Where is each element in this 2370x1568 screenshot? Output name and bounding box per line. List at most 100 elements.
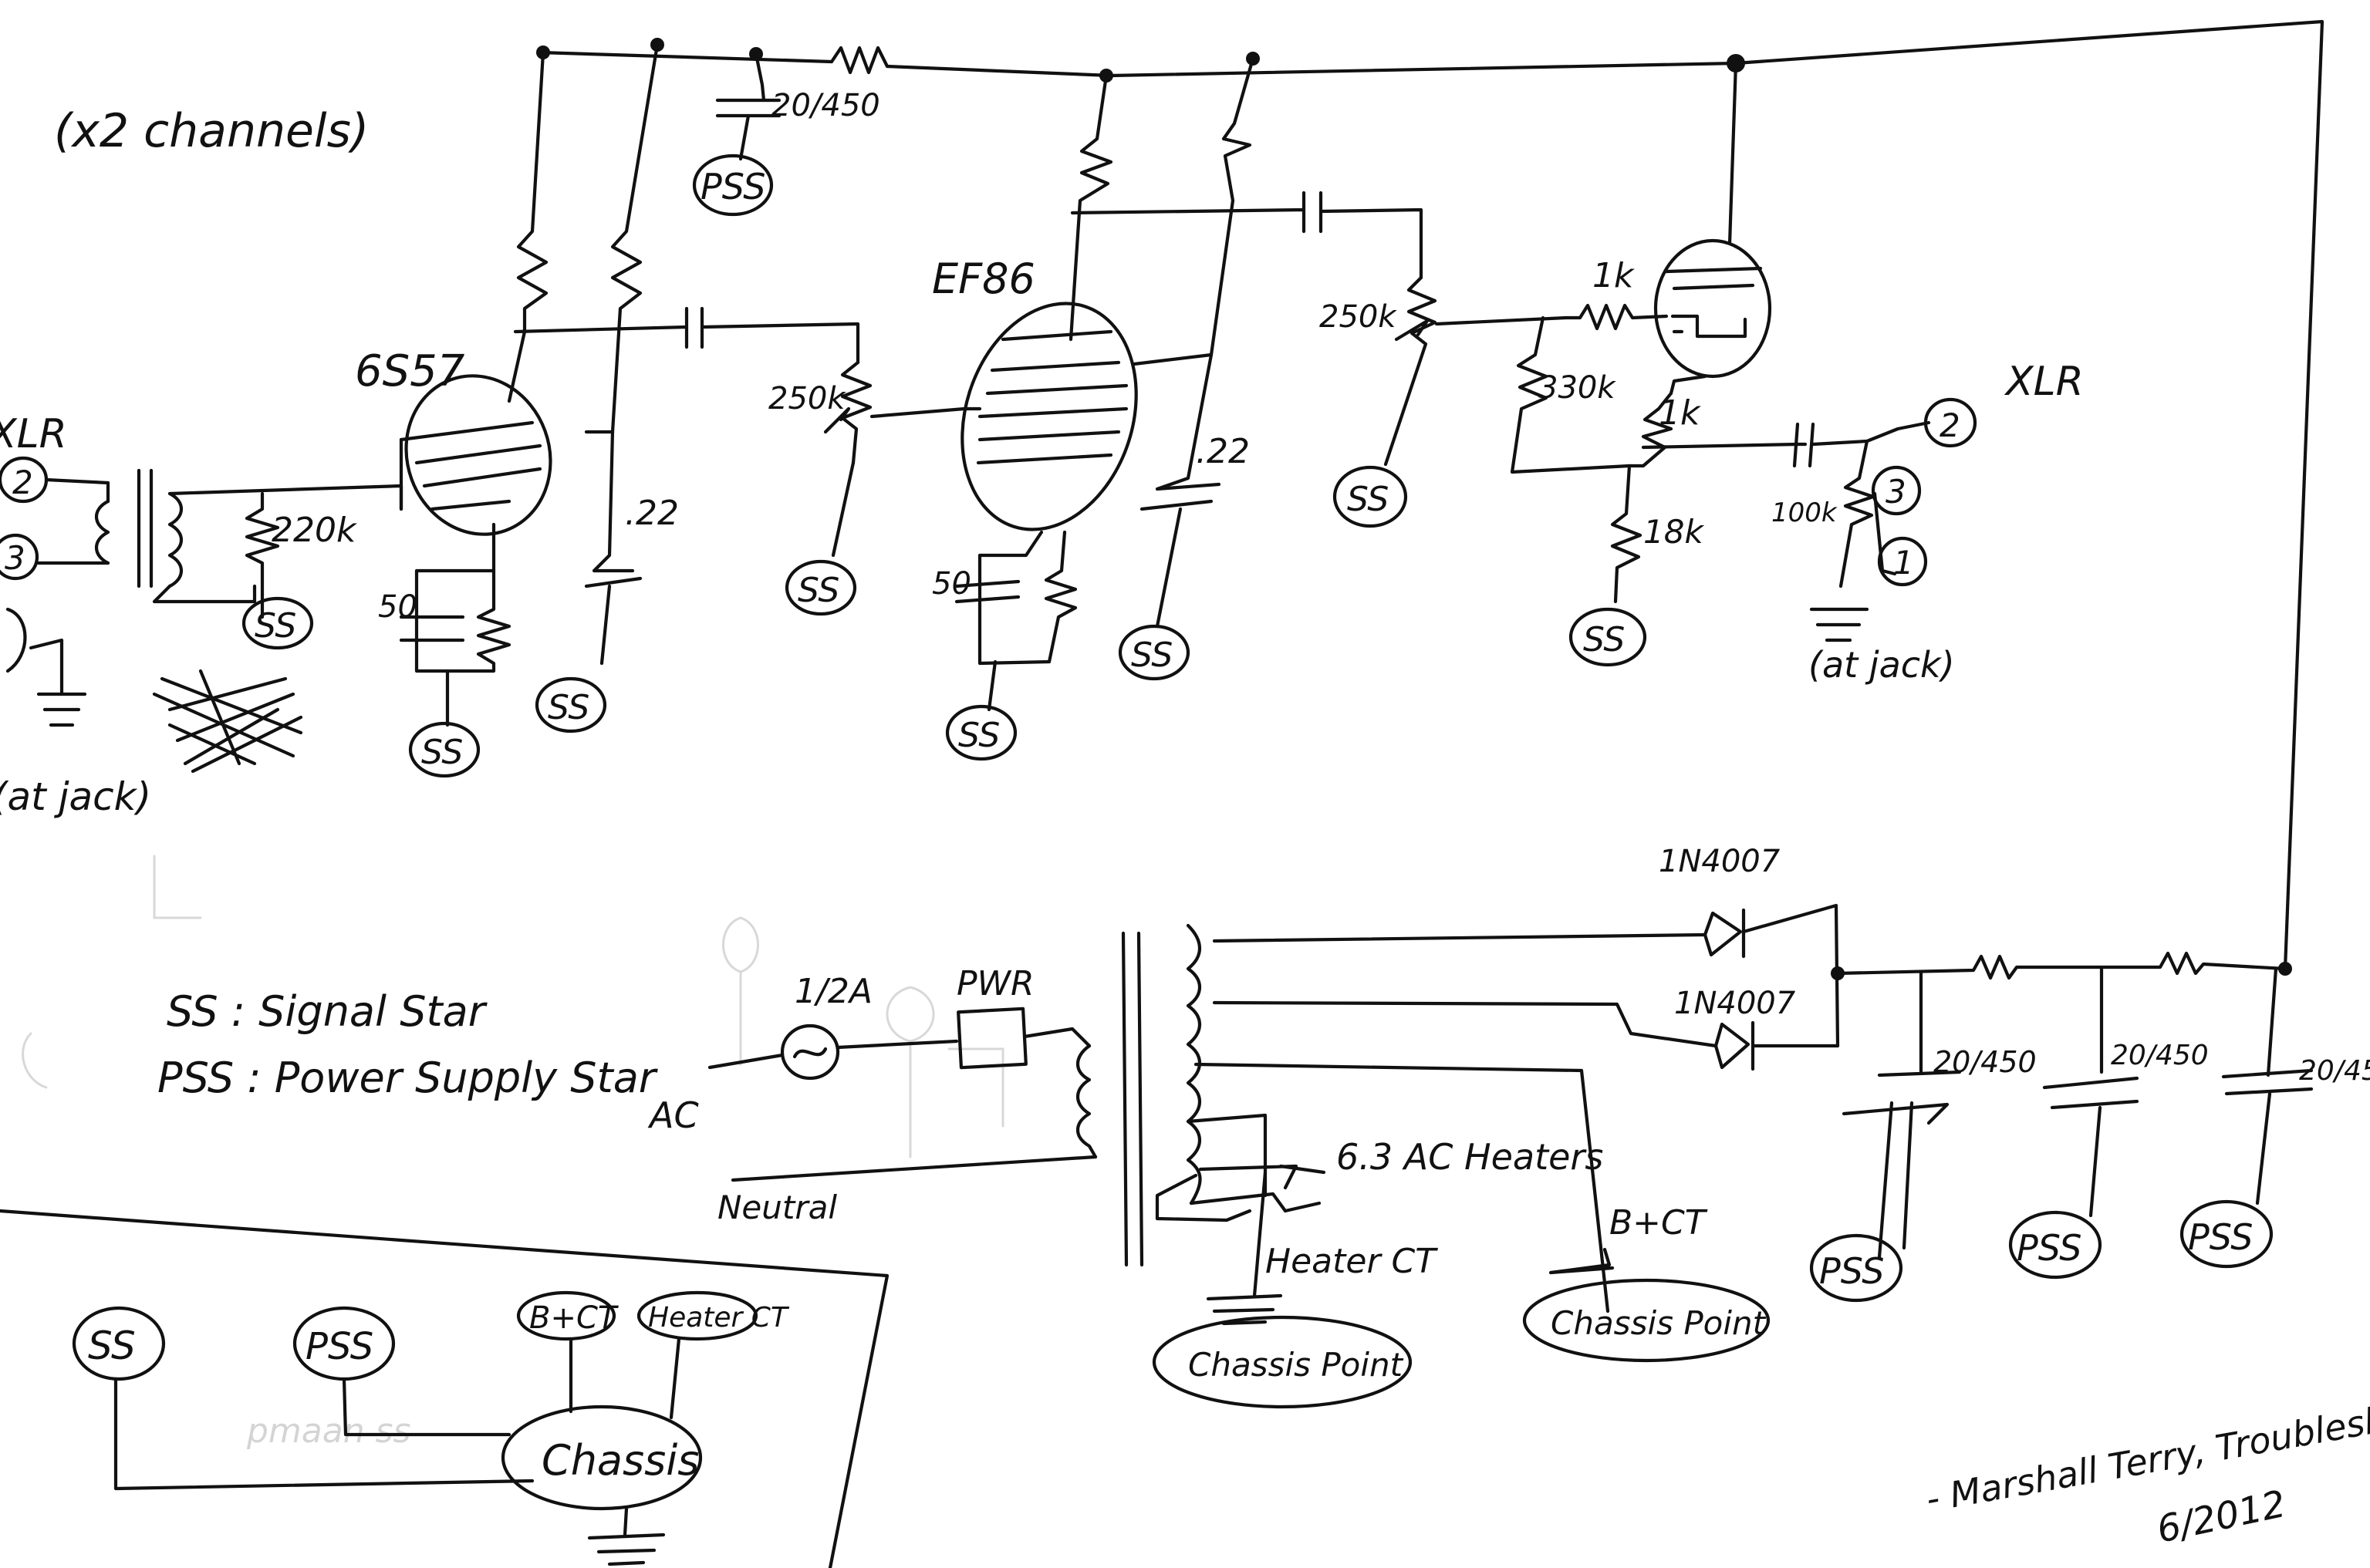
- ground-ss: [72, 1306, 166, 1381]
- svg-text:Chassis Point: Chassis Point: [1188, 1346, 1404, 1384]
- svg-text:B+CT: B+CT: [529, 1300, 620, 1336]
- b-plus-rail: [536, 19, 2324, 971]
- output-pin-3: [1871, 465, 1922, 516]
- label-c022b: .22: [1196, 432, 1250, 471]
- pss-star-top: [692, 153, 774, 217]
- neutral-label: Neutral: [717, 1189, 837, 1226]
- svg-text:SS: SS: [255, 606, 296, 646]
- bct-label: B+CT: [1609, 1203, 1708, 1243]
- channels-note: (x2 channels): [54, 104, 369, 158]
- svg-text:Chassis Point: Chassis Point: [1551, 1304, 1767, 1342]
- legend-pss: PSS : Power Supply Star: [157, 1054, 658, 1102]
- svg-text:20/450: 20/450: [771, 88, 880, 123]
- svg-text:PSS: PSS: [306, 1325, 373, 1368]
- fuse-symbol: [780, 1023, 840, 1081]
- ss-star-cathode2: [945, 704, 1018, 761]
- ac-label: AC: [647, 1094, 699, 1136]
- ground-bct: [516, 1290, 616, 1341]
- label-c50b: 50: [932, 566, 971, 602]
- output-pin-1: [1877, 536, 1928, 587]
- resistor-220k: 220k SS: [152, 491, 357, 774]
- pss-star-a: [1809, 1233, 1903, 1303]
- output-at-jack: (at jack): [1808, 644, 1955, 686]
- ss-star-cathode1: [408, 721, 481, 778]
- svg-text:2: 2: [12, 464, 33, 501]
- ss-star-pot-b: [1332, 465, 1408, 528]
- pentode-envelope: [960, 302, 1138, 531]
- output-stage: 250k SS 1k 330k 1k 18k SS 100k (at jack): [1319, 61, 2084, 686]
- svg-text:PSS: PSS: [2017, 1227, 2082, 1269]
- svg-text:100k: 100k: [1771, 497, 1838, 528]
- svg-text:250k: 250k: [768, 381, 846, 416]
- ss-star-screen1: [535, 676, 607, 733]
- output-tube-envelope: [1653, 238, 1772, 379]
- switch-label: PWR: [957, 964, 1035, 1003]
- fuse-label: 1/2A: [795, 972, 873, 1011]
- input-tube-label: 6S57: [355, 346, 465, 396]
- svg-text:1: 1: [1893, 544, 1914, 582]
- ef86-stage: 250k SS EF86 50 SS .22 SS: [768, 56, 1423, 761]
- power-supply: AC 1/2A PWR Neutral 6.3 AC Heaters Heate…: [647, 844, 2370, 1409]
- input-tube-stage: 6S57 50 SS .22 SS: [355, 42, 860, 778]
- cap-20-450-top: 20/450 PSS: [692, 52, 880, 217]
- svg-text:3: 3: [5, 539, 25, 577]
- signature: - Marshall Terry, Troubleshooting 6/2012: [1923, 1378, 2370, 1551]
- input-pin-3: [0, 533, 39, 581]
- pss-star-c: [2179, 1199, 2274, 1269]
- input-xlr: XLR 2 3 (at jack): [0, 411, 403, 819]
- svg-text:pmaan ss: pmaan ss: [246, 1411, 410, 1451]
- svg-text:220k: 220k: [272, 511, 357, 550]
- svg-text:20/450: 20/450: [1933, 1045, 2037, 1079]
- svg-text:SS: SS: [1347, 480, 1389, 519]
- svg-text:20/450: 20/450: [2299, 1055, 2370, 1087]
- svg-text:SS: SS: [958, 716, 1000, 755]
- signature-name: - Marshall Terry, Troubleshooting: [1923, 1378, 2370, 1520]
- input-at-jack: (at jack): [0, 774, 151, 819]
- svg-text:Chassis: Chassis: [542, 1436, 699, 1485]
- ground-heater-ct: [636, 1290, 758, 1341]
- ss-star-cathode3: [1568, 607, 1647, 667]
- svg-text:20/450: 20/450: [2111, 1040, 2209, 1071]
- heaters-label: 6.3 AC Heaters: [1336, 1136, 1603, 1178]
- ss-star-pot-a: [785, 559, 857, 616]
- signature-date: 6/2012: [2153, 1482, 2290, 1552]
- pss-star-b: [2008, 1210, 2102, 1280]
- svg-text:Heater CT: Heater CT: [648, 1302, 790, 1334]
- xlr-in-label: XLR: [0, 411, 67, 457]
- svg-text:18k: 18k: [1643, 513, 1704, 551]
- svg-text:2: 2: [1940, 406, 1960, 444]
- xlr-out-label: XLR: [2004, 359, 2084, 405]
- diode1-label: 1N4007: [1659, 844, 1781, 879]
- chassis-point-1: [1152, 1315, 1413, 1409]
- svg-text:PSS: PSS: [2188, 1216, 2254, 1258]
- chassis-point-2: [1522, 1278, 1771, 1363]
- svg-text:330k: 330k: [1538, 370, 1616, 406]
- output-pin-2: [1923, 397, 1977, 448]
- legend: SS : Signal Star PSS : Power Supply Star: [157, 987, 658, 1102]
- svg-text:PSS: PSS: [701, 166, 766, 207]
- label-c50a: 50: [378, 589, 417, 625]
- ss-star-screen2: [1118, 624, 1190, 681]
- svg-text:SS: SS: [798, 571, 839, 610]
- bleed-through-marks: pmaan ss: [22, 855, 1004, 1451]
- legend-ss: SS : Signal Star: [167, 987, 488, 1036]
- svg-text:3: 3: [1886, 473, 1906, 511]
- pentode-label: EF86: [932, 255, 1035, 303]
- label-c022a: .22: [625, 494, 679, 533]
- svg-text:PSS: PSS: [1819, 1250, 1885, 1292]
- input-tube-envelope: [404, 374, 552, 536]
- ground-chassis: [501, 1404, 703, 1511]
- svg-text:SS: SS: [421, 733, 463, 772]
- diode2-label: 1N4007: [1674, 986, 1796, 1021]
- svg-text:250k: 250k: [1319, 299, 1397, 335]
- heater-ct-label: Heater CT: [1265, 1242, 1438, 1281]
- svg-text:1k: 1k: [1592, 256, 1635, 295]
- ss-star-input: [241, 596, 314, 650]
- svg-text:SS: SS: [1583, 620, 1625, 659]
- power-switch: [957, 1007, 1028, 1070]
- svg-text:SS: SS: [1131, 636, 1173, 675]
- svg-text:SS: SS: [548, 688, 589, 727]
- svg-text:SS: SS: [88, 1324, 136, 1368]
- grounding-box: SS PSS B+CT Heater CT Chassis: [0, 1209, 890, 1568]
